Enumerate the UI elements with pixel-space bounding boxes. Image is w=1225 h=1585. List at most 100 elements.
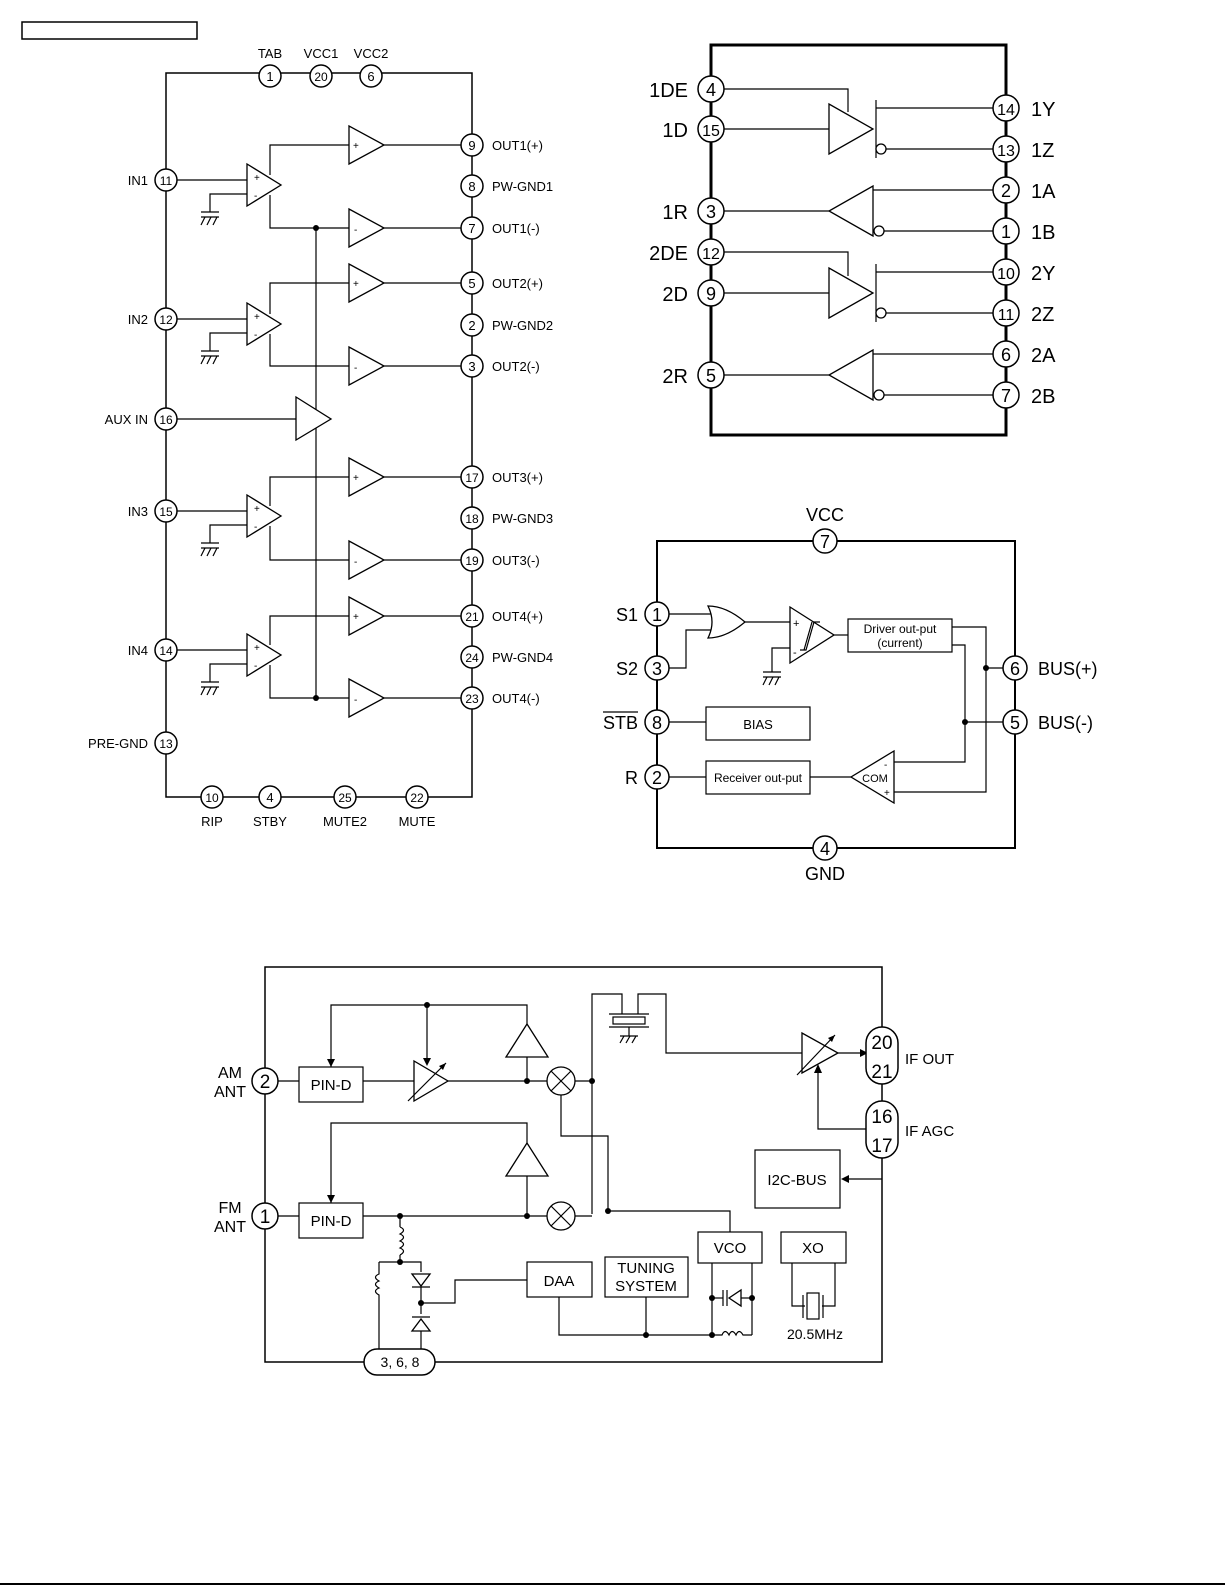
pin-label-vcc2: VCC2 (354, 46, 389, 61)
bus-left-pins: 1 S1 3 S2 8 STB 2 R (603, 601, 670, 790)
if-agc-label: IF AGC (905, 1123, 954, 1140)
pin-label-tab: TAB (258, 46, 282, 61)
label-2y: 2Y (1031, 263, 1055, 285)
label-pre-gnd: PRE-GND (88, 736, 148, 751)
plus-sign: + (353, 141, 359, 152)
pin-num: 22 (410, 791, 424, 805)
pin-num: 21 (871, 1062, 892, 1083)
pin-num: 6 (1001, 345, 1011, 365)
minus-sign: - (254, 661, 257, 672)
pin-num: 16 (159, 413, 173, 427)
receiver-output-label: Receiver out-put (714, 771, 803, 785)
fm-label: FM (218, 1200, 241, 1217)
pin-num: 11 (160, 174, 173, 188)
label-out2-minus: OUT2(-) (492, 359, 540, 374)
pin-num: 1 (266, 69, 273, 84)
driver-output-label: Driver out-put (864, 622, 937, 636)
plus-sign: + (353, 279, 359, 290)
label-aux-in: AUX IN (105, 412, 148, 427)
pin-num: 23 (465, 692, 479, 706)
am-label: AM (218, 1065, 242, 1082)
pin-num: 4 (820, 839, 830, 859)
pin-num: 2 (1001, 181, 1011, 201)
vco-box (697, 1231, 763, 1264)
amplifier-diagram: TAB 1 VCC1 20 VCC2 6 11 IN1 12 IN2 16 AU… (88, 46, 553, 829)
plus-sign: + (884, 788, 890, 799)
plus-sign: + (254, 312, 260, 323)
label-bus-minus: BUS(-) (1038, 713, 1093, 733)
pin-num: 16 (871, 1107, 892, 1128)
daa-label: DAA (544, 1273, 575, 1290)
driver-output-box (847, 618, 953, 653)
line-driver-diagram: 4 1DE 15 1D 3 1R 12 2DE 9 2D 5 2R 14 1Y … (649, 43, 1056, 437)
plus-sign: + (793, 618, 799, 630)
tuner-frame (264, 966, 883, 1363)
pin-num: 6 (367, 69, 374, 84)
minus-sign: - (354, 557, 357, 568)
pin-num: 9 (706, 284, 716, 304)
label-1d: 1D (662, 120, 688, 142)
label-pw-gnd4: PW-GND4 (492, 650, 553, 665)
gnd-pins-label: 3, 6, 8 (381, 1354, 420, 1370)
bias-label: BIAS (743, 717, 773, 732)
label-out4-minus: OUT4(-) (492, 691, 540, 706)
pin-label-vcc1: VCC1 (304, 46, 339, 61)
pin-num: 1 (652, 605, 662, 625)
label-out3-minus: OUT3(-) (492, 553, 540, 568)
label-2r: 2R (662, 366, 688, 388)
pin-num: 13 (997, 143, 1015, 160)
pin-num: 4 (706, 80, 716, 100)
pin-num: 15 (702, 123, 720, 140)
label-pw-gnd2: PW-GND2 (492, 318, 553, 333)
crystal-label: 20.5MHz (787, 1326, 843, 1342)
com-label: COM (862, 773, 888, 785)
label-mute: MUTE (399, 814, 436, 829)
pin-num: 20 (314, 70, 328, 84)
pin-num: 17 (871, 1136, 892, 1157)
label-2d: 2D (662, 284, 688, 306)
label-stb: STB (603, 713, 638, 733)
plus-sign: + (254, 173, 260, 184)
fm-pin-d-label: PIN-D (311, 1213, 352, 1230)
bus-right-pins: 6 BUS(+) 5 BUS(-) (1002, 655, 1098, 735)
pin-num: 8 (468, 179, 475, 194)
plus-sign: + (353, 612, 359, 623)
if-out-pins (865, 1026, 899, 1085)
minus-sign: - (793, 647, 797, 659)
gnd-pins-capsule (363, 1348, 436, 1376)
minus-sign: - (254, 330, 257, 341)
pin-num: 10 (205, 791, 219, 805)
minus-sign: - (354, 363, 357, 374)
xo-box (780, 1231, 847, 1264)
label-mute2: MUTE2 (323, 814, 367, 829)
label-2b: 2B (1031, 386, 1055, 408)
bus-frame (656, 540, 1016, 849)
amp-frame (165, 72, 473, 798)
pin-num: 2 (652, 768, 662, 788)
label-out4-plus: OUT4(+) (492, 609, 543, 624)
minus-sign: - (354, 695, 357, 706)
pin-num: 1 (260, 1207, 271, 1228)
pin-num: 21 (465, 610, 479, 624)
pin-num: 11 (998, 307, 1015, 324)
plus-sign: + (254, 643, 260, 654)
label-bus-plus: BUS(+) (1038, 659, 1098, 679)
pin-num: 15 (159, 505, 173, 519)
system-label: SYSTEM (615, 1278, 677, 1295)
pin-num: 10 (997, 266, 1015, 283)
plus-sign: + (254, 504, 260, 515)
pin-num: 3 (468, 359, 475, 374)
label-pw-gnd3: PW-GND3 (492, 511, 553, 526)
amp-top-pins: TAB 1 VCC1 20 VCC2 6 (258, 46, 389, 88)
pin-num: 5 (468, 276, 475, 291)
amp-input-pins: 11 IN1 12 IN2 16 AUX IN 15 IN3 14 IN4 13… (88, 168, 178, 755)
label-r: R (625, 768, 638, 788)
plus-sign: + (353, 473, 359, 484)
pin-num: 3 (652, 659, 662, 679)
pin-num: 2 (260, 1072, 271, 1093)
pin-num: 1 (1001, 222, 1011, 242)
label-1y: 1Y (1031, 99, 1055, 121)
pin-num: 20 (871, 1033, 892, 1054)
driver-output-sub: (current) (877, 636, 922, 650)
pin-num: 12 (702, 246, 720, 263)
